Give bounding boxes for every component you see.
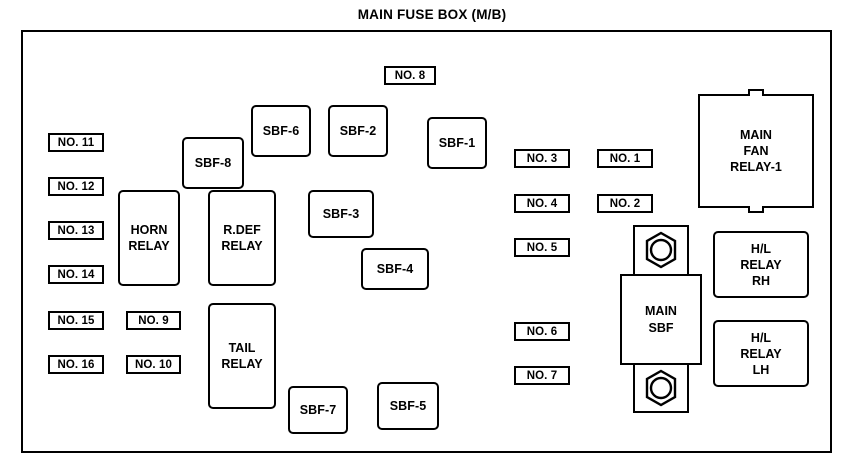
fuse-label-no-6[interactable]: NO. 6 bbox=[514, 322, 570, 341]
main-sbf-assembly[interactable]: MAIN SBF bbox=[620, 225, 702, 413]
fuse-label-no-3[interactable]: NO. 3 bbox=[514, 149, 570, 168]
fuse-label-no-8[interactable]: NO. 8 bbox=[384, 66, 436, 85]
relay-block-r-def-relay[interactable]: R.DEF RELAY bbox=[208, 190, 276, 286]
fuse-label-no-7[interactable]: NO. 7 bbox=[514, 366, 570, 385]
sbf-block-sbf-7[interactable]: SBF-7 bbox=[288, 386, 348, 434]
sbf-block-sbf-3[interactable]: SBF-3 bbox=[308, 190, 374, 238]
hex-nut-bottom-icon bbox=[641, 368, 681, 408]
main-fan-relay-1[interactable]: MAIN FAN RELAY-1 bbox=[698, 89, 814, 213]
sbf-block-sbf-8[interactable]: SBF-8 bbox=[182, 137, 244, 189]
relay-block-horn-relay[interactable]: HORN RELAY bbox=[118, 190, 180, 286]
sbf-block-sbf-2[interactable]: SBF-2 bbox=[328, 105, 388, 157]
relay-block-hl-relay-lh[interactable]: H/L RELAY LH bbox=[713, 320, 809, 387]
sbf-block-sbf-6[interactable]: SBF-6 bbox=[251, 105, 311, 157]
relay-tab-bottom-icon bbox=[748, 206, 764, 213]
relay-block-hl-relay-rh[interactable]: H/L RELAY RH bbox=[713, 231, 809, 298]
fuse-label-no-4[interactable]: NO. 4 bbox=[514, 194, 570, 213]
fuse-label-no-16[interactable]: NO. 16 bbox=[48, 355, 104, 374]
relay-label: MAIN FAN RELAY-1 bbox=[730, 127, 782, 175]
sbf-block-sbf-4[interactable]: SBF-4 bbox=[361, 248, 429, 290]
fuse-label-no-10[interactable]: NO. 10 bbox=[126, 355, 181, 374]
fuse-label-no-13[interactable]: NO. 13 bbox=[48, 221, 104, 240]
fuse-label-no-12[interactable]: NO. 12 bbox=[48, 177, 104, 196]
fuse-label-no-1[interactable]: NO. 1 bbox=[597, 149, 653, 168]
fuse-label-no-14[interactable]: NO. 14 bbox=[48, 265, 104, 284]
page-title: MAIN FUSE BOX (M/B) bbox=[357, 7, 507, 22]
relay-tab-top-icon bbox=[748, 89, 764, 96]
sbf-block-sbf-1[interactable]: SBF-1 bbox=[427, 117, 487, 169]
fuse-label-no-5[interactable]: NO. 5 bbox=[514, 238, 570, 257]
hex-nut-top-icon bbox=[641, 230, 681, 270]
fuse-label-no-15[interactable]: NO. 15 bbox=[48, 311, 104, 330]
relay-block-tail-relay[interactable]: TAIL RELAY bbox=[208, 303, 276, 409]
fuse-label-no-2[interactable]: NO. 2 bbox=[597, 194, 653, 213]
fuse-label-no-11[interactable]: NO. 11 bbox=[48, 133, 104, 152]
sbf-block-sbf-5[interactable]: SBF-5 bbox=[377, 382, 439, 430]
fuse-label-no-9[interactable]: NO. 9 bbox=[126, 311, 181, 330]
main-sbf-label: MAIN SBF bbox=[620, 274, 702, 365]
